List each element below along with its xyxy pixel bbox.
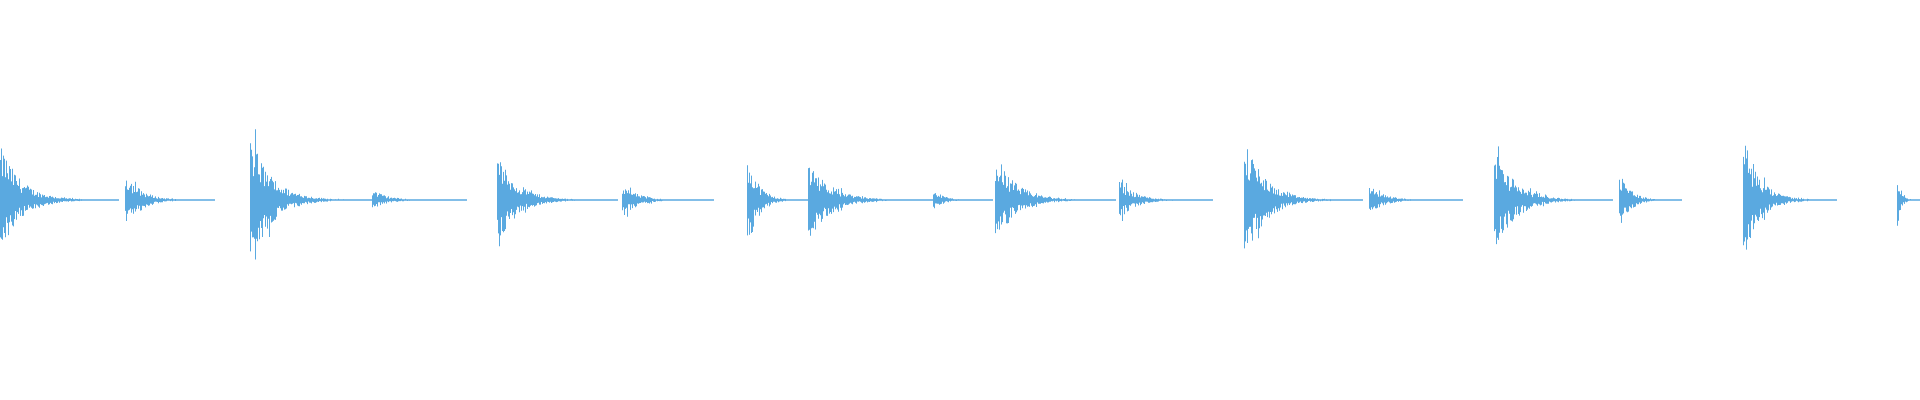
transient-shape: [1494, 146, 1613, 245]
transient-shape: [1244, 149, 1363, 249]
transient-9: [933, 193, 993, 209]
transient-shape: [1619, 178, 1682, 223]
transient-shape: [1369, 188, 1463, 210]
transient-shape: [497, 162, 618, 247]
transient-shape: [622, 187, 714, 217]
transient-14: [1494, 146, 1613, 245]
transient-shape: [933, 193, 993, 209]
transient-shape: [125, 180, 215, 221]
transient-17: [1897, 185, 1920, 226]
transient-shape: [250, 129, 374, 260]
transient-5: [497, 162, 618, 247]
waveform-transients: [0, 129, 1920, 260]
transient-10: [995, 164, 1116, 234]
transient-6: [622, 187, 714, 217]
transient-11: [1119, 179, 1213, 221]
transient-12: [1244, 149, 1363, 249]
transient-shape: [808, 167, 933, 236]
transient-4: [372, 192, 467, 208]
transient-15: [1619, 178, 1682, 223]
transient-shape: [0, 148, 119, 240]
transient-1: [0, 148, 119, 240]
transient-shape: [1897, 185, 1920, 226]
transient-7: [747, 165, 808, 236]
transient-8: [808, 167, 933, 236]
transient-2: [125, 180, 215, 221]
transient-3: [250, 129, 374, 260]
transient-shape: [1743, 145, 1837, 250]
transient-shape: [995, 164, 1116, 234]
transient-13: [1369, 188, 1463, 210]
transient-16: [1743, 145, 1837, 250]
